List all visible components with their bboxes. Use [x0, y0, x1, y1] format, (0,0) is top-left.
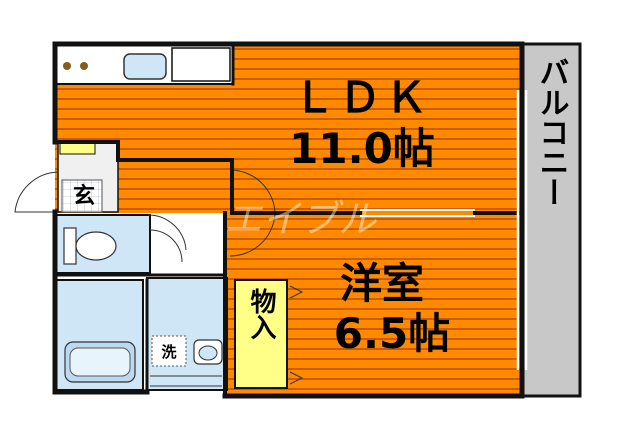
- entrance-label: 玄: [73, 183, 95, 209]
- toilet-tank-icon: [63, 227, 77, 265]
- washroom-sliding-door: [150, 375, 222, 387]
- ldk-name: ＬＤＫ: [293, 73, 431, 122]
- stove-burner-icon: [80, 62, 88, 70]
- western-door-swing: [229, 212, 276, 257]
- toilet-door-swing: [149, 229, 183, 263]
- laundry-label: 洗: [161, 343, 176, 361]
- balcony-label: バルコニー: [534, 57, 569, 207]
- storage-closet: [234, 279, 288, 389]
- front-door-swing: [14, 171, 59, 213]
- sliding-partition: [360, 209, 475, 217]
- washroom: [146, 277, 228, 391]
- bathtub-inner: [69, 347, 131, 377]
- storage-label: 物入: [246, 288, 276, 340]
- kitchen-sink-icon: [123, 53, 167, 80]
- hall-floor: [118, 160, 226, 213]
- ldk-door-swing: [229, 169, 276, 214]
- ldk-size: 11.0帖: [289, 124, 435, 173]
- closet-door-marks: [289, 285, 304, 385]
- washer-space: [151, 335, 187, 367]
- stove-burner-icon: [63, 62, 71, 70]
- entrance-step: [61, 179, 103, 213]
- watermark-text: エイブル: [224, 197, 377, 241]
- toilet-hall-door: [147, 214, 187, 251]
- refrigerator-space: [171, 47, 231, 82]
- balcony-window: [516, 90, 528, 370]
- western-room-size: 6.5帖: [334, 309, 450, 358]
- walls: [52, 41, 525, 399]
- basin-bowl: [198, 345, 218, 361]
- western-room-name: 洋室: [340, 259, 424, 308]
- toilet-bowl-icon: [75, 231, 117, 261]
